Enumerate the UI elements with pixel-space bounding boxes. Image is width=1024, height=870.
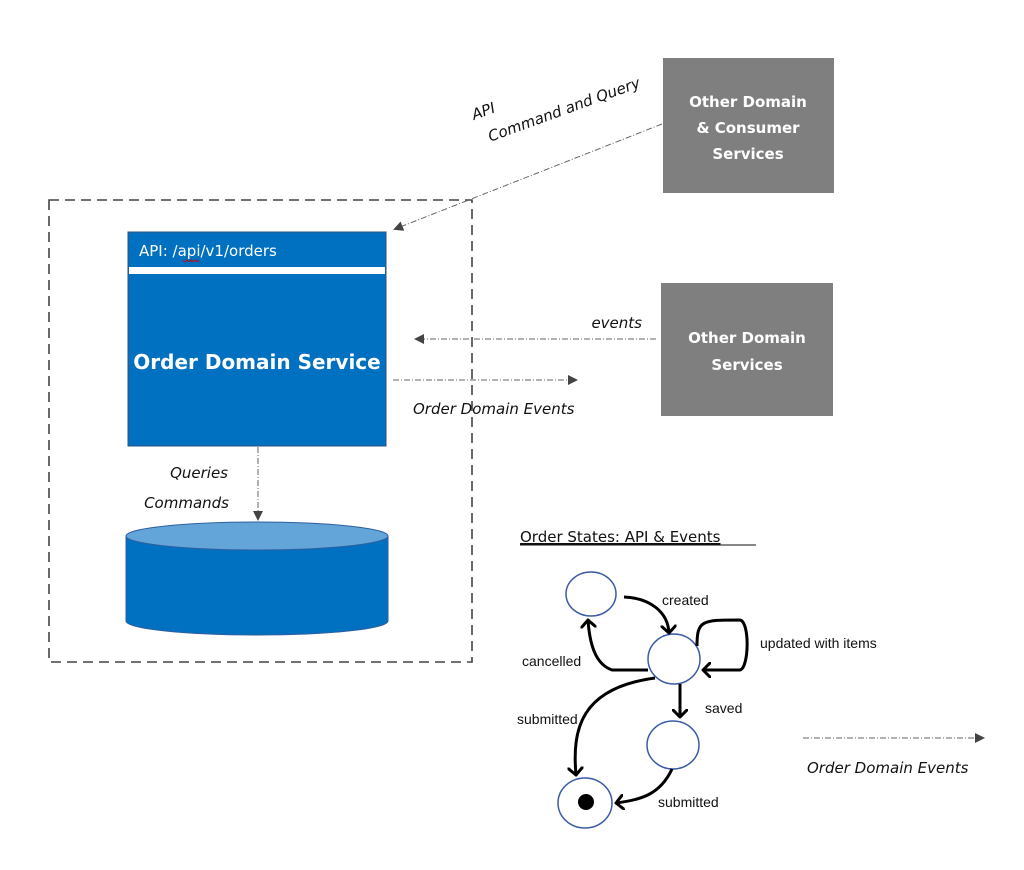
command-query-label: Command and Query [486,73,644,145]
api-separator [129,267,385,274]
state-new[interactable] [565,571,617,617]
consumer-services-line2: & Consumer [696,119,800,137]
order-service-title: Order Domain Service [133,350,380,374]
transition-updated-loop [695,618,749,670]
transition-submitted-direct [575,676,656,775]
outgoing-events-label: Order Domain Events [413,400,575,418]
state-saved[interactable] [646,720,700,770]
label-cancelled: cancelled [522,653,581,669]
api-label: API [468,99,498,125]
other-domain-consumer-services[interactable]: Other Domain & Consumer Services [663,58,834,193]
label-updated: updated with items [760,635,877,651]
api-endpoint-label: API: /api/v1/orders [139,242,277,260]
incoming-events-label: events [591,314,642,332]
transition-created [623,595,669,633]
other-services-line2: Services [711,356,782,374]
consumer-services-line3: Services [712,145,783,163]
database-body [125,535,389,636]
database-top [125,521,389,551]
state-created[interactable] [647,633,701,685]
commands-label: Commands [144,494,229,512]
transition-cancelled [588,620,648,672]
transition-submitted-from-saved [616,768,674,803]
legend: Order Domain Events [803,733,985,777]
state-machine-title: Order States: API & Events [520,528,721,546]
order-database[interactable] [125,521,389,636]
queries-label: Queries [170,464,228,482]
label-saved: saved [705,700,742,716]
label-submitted-direct: submitted [517,711,578,727]
other-services-box [661,283,833,416]
other-domain-services[interactable]: Other Domain Services [661,283,833,416]
other-services-line1: Other Domain [688,329,806,347]
spellcheck-squiggle [182,259,200,262]
api-command-query-arrow [393,123,663,231]
consumer-services-line1: Other Domain [689,93,807,111]
label-submitted-from-saved: submitted [658,794,719,810]
final-state-dot [578,794,594,810]
legend-label: Order Domain Events [807,759,969,777]
order-domain-service[interactable]: API: /api/v1/orders Order Domain Service [127,231,387,447]
order-service-box [127,231,387,447]
api-command-query-label: API Command and Query [468,73,644,145]
order-state-machine: Order States: API & Events created updat… [517,528,877,829]
label-created: created [662,592,709,608]
service-boundary [48,199,473,663]
consumer-services-box [663,58,834,193]
